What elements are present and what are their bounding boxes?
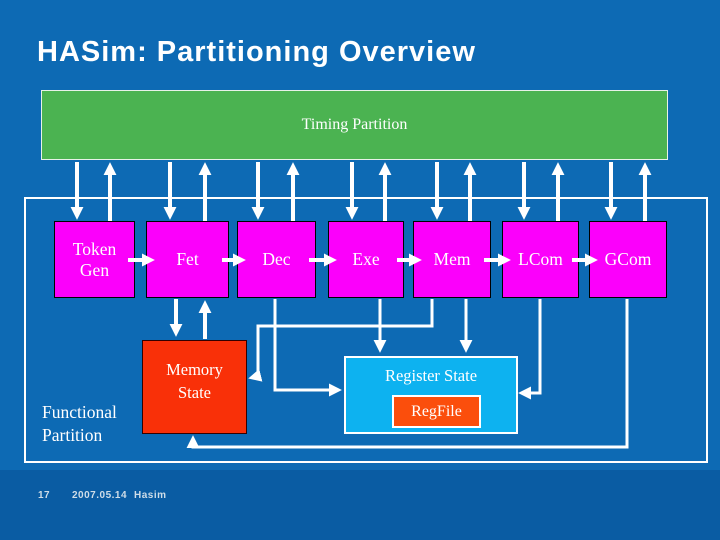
memory-state-box: Memory State xyxy=(142,340,247,434)
arrow-dec-to-register-state xyxy=(273,299,342,397)
register-state-box: Register State RegFile xyxy=(344,356,518,434)
stage-label-lcom: LCom xyxy=(518,249,563,269)
stage-label-dec: Dec xyxy=(262,249,291,269)
stage-box-mem: Mem xyxy=(413,221,491,298)
timing-partition-box: Timing Partition xyxy=(41,90,668,160)
stage-box-fet: Fet xyxy=(146,221,229,298)
regfile-label: RegFile xyxy=(411,402,462,420)
regfile-box: RegFile xyxy=(392,395,481,428)
stage-label-exe: Exe xyxy=(352,249,380,269)
footer-date: 2007.05.14 xyxy=(72,490,128,501)
footer-page-number: 17 xyxy=(38,490,51,501)
stage-label-fet: Fet xyxy=(176,249,199,269)
timing-partition-label: Timing Partition xyxy=(301,116,408,133)
register-state-label: Register State xyxy=(384,366,478,385)
stage-label-gcom: GCom xyxy=(604,249,652,269)
memory-state-label: Memory State xyxy=(166,360,223,402)
footer-deck-name: Hasim xyxy=(134,490,167,501)
stage-box-token-gen: Token Gen xyxy=(54,221,135,298)
stage-box-dec: Dec xyxy=(237,221,316,298)
footer-band xyxy=(0,470,720,540)
slide-title: HASim: Partitioning Overview xyxy=(37,36,476,68)
stage-label-mem: Mem xyxy=(433,249,471,269)
stage-box-gcom: GCom xyxy=(589,221,667,298)
stage-box-exe: Exe xyxy=(328,221,404,298)
arrow-lcom-to-register-state xyxy=(518,299,542,400)
stage-box-lcom: LCom xyxy=(502,221,579,298)
functional-partition-label: Functional Partition xyxy=(42,402,117,445)
stage-label-token-gen: Token Gen xyxy=(72,238,117,280)
footer: 17 2007.05.14 Hasim xyxy=(0,490,720,506)
